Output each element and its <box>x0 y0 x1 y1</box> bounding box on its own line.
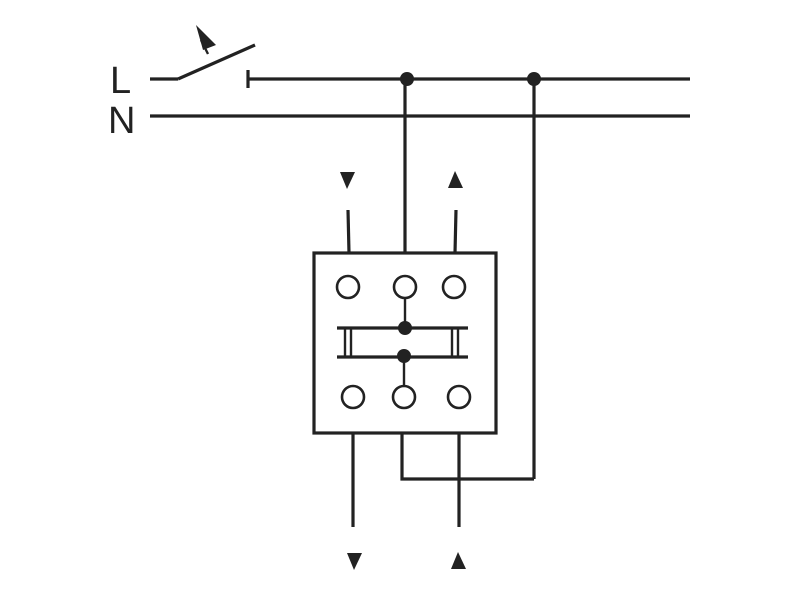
switch-actuator-arrow-icon <box>196 25 216 50</box>
output-wire-top-left <box>346 209 351 254</box>
output-wire-top-right <box>453 209 458 254</box>
terminal-top-right <box>441 274 467 300</box>
return-wire <box>400 433 534 481</box>
contact-dot-lower <box>397 349 411 363</box>
terminal-top-center <box>392 274 418 300</box>
terminal-top-left <box>335 274 361 300</box>
main-switch <box>150 25 256 88</box>
down-arrow-bottom-icon <box>347 553 362 570</box>
line-label: L <box>110 60 131 102</box>
terminal-bottom-center <box>391 384 417 410</box>
contact-dot-upper <box>398 321 412 335</box>
up-arrow-top-icon <box>448 171 463 188</box>
terminal-bottom-right <box>446 384 472 410</box>
switch-device <box>312 251 498 435</box>
neutral-label: N <box>108 100 135 142</box>
down-arrow-top-icon <box>340 172 355 189</box>
terminal-bottom-left <box>340 384 366 410</box>
up-arrow-bottom-icon <box>451 552 466 569</box>
junction-dot-1 <box>400 72 414 86</box>
